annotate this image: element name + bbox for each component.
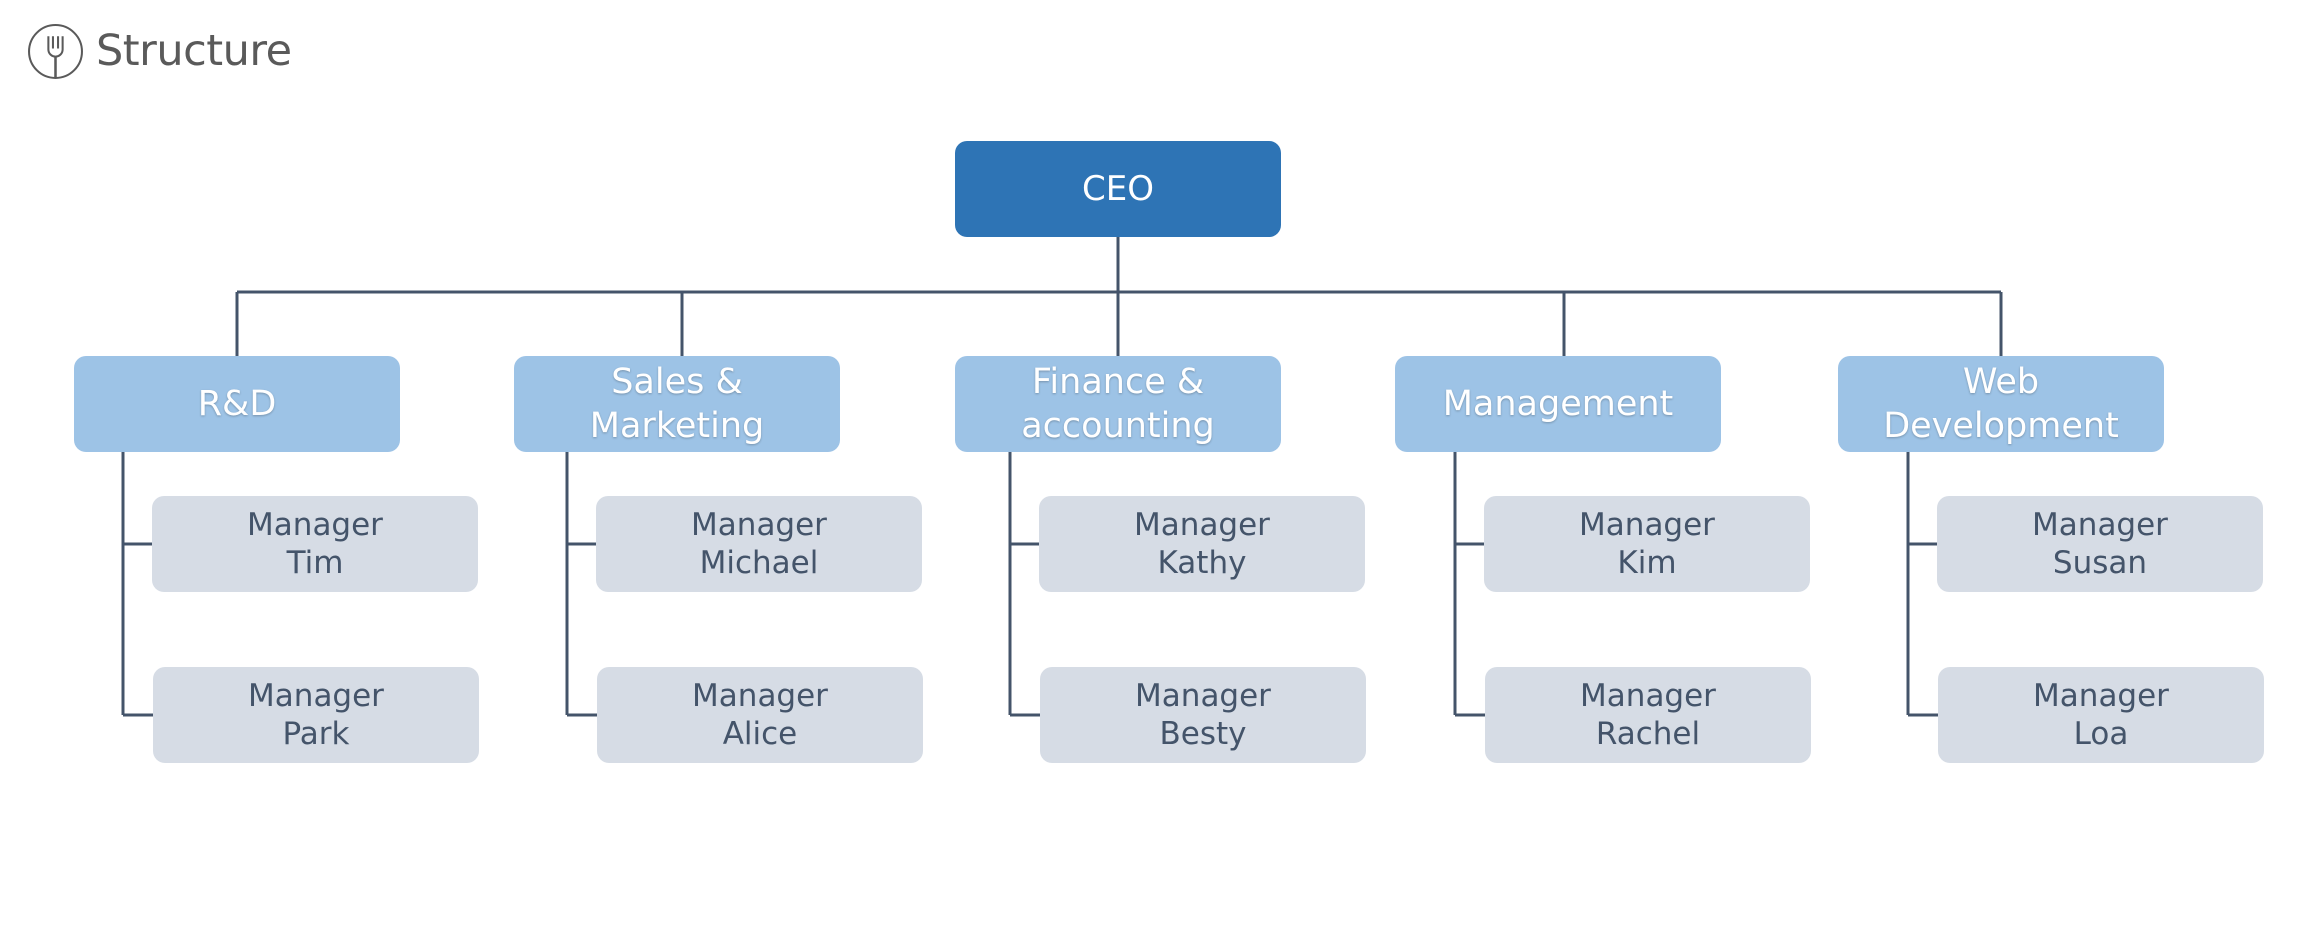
manager-box: Manager Susan [1937, 496, 2263, 592]
manager-connector-management [1453, 452, 1485, 717]
manager-label: Manager Kathy [1134, 507, 1270, 581]
manager-box: Manager Kim [1484, 496, 1810, 592]
department-label: R&D [197, 384, 277, 424]
manager-label: Manager Michael [691, 507, 827, 581]
manager-label: Manager Kim [1579, 507, 1715, 581]
manager-connector-rd [121, 452, 153, 717]
manager-box: Manager Michael [596, 496, 922, 592]
manager-box: Manager Kathy [1039, 496, 1365, 592]
fork-in-circle-icon [28, 23, 83, 79]
department-box-management: Management [1395, 356, 1721, 452]
manager-box: Manager Park [153, 667, 479, 763]
manager-connector-web [1906, 452, 1938, 717]
manager-box: Manager Besty [1040, 667, 1366, 763]
manager-box: Manager Loa [1938, 667, 2264, 763]
department-label: Sales & Marketing [589, 362, 765, 446]
manager-connector-sales [565, 452, 597, 717]
department-box-rd: R&D [74, 356, 400, 452]
department-box-finance-accounting: Finance & accounting [955, 356, 1281, 452]
ceo-box: CEO [955, 141, 1281, 237]
department-label: Finance & accounting [1021, 362, 1215, 446]
manager-box: Manager Alice [597, 667, 923, 763]
manager-box: Manager Tim [152, 496, 478, 592]
manager-label: Manager Alice [692, 678, 828, 752]
ceo-label: CEO [1082, 169, 1154, 209]
department-label: Management [1442, 384, 1674, 424]
manager-label: Manager Rachel [1580, 678, 1716, 752]
manager-label: Manager Park [248, 678, 384, 752]
department-box-web-development: Web Development [1838, 356, 2164, 452]
manager-label: Manager Besty [1135, 678, 1271, 752]
brand: Structure [27, 22, 292, 80]
manager-label: Manager Tim [247, 507, 383, 581]
manager-connector-finance [1008, 452, 1040, 717]
page-title: Structure [96, 25, 292, 76]
manager-label: Manager Susan [2032, 507, 2168, 581]
manager-label: Manager Loa [2033, 678, 2169, 752]
department-label: Web Development [1883, 362, 2119, 446]
manager-box: Manager Rachel [1485, 667, 1811, 763]
department-box-sales-marketing: Sales & Marketing [514, 356, 840, 452]
